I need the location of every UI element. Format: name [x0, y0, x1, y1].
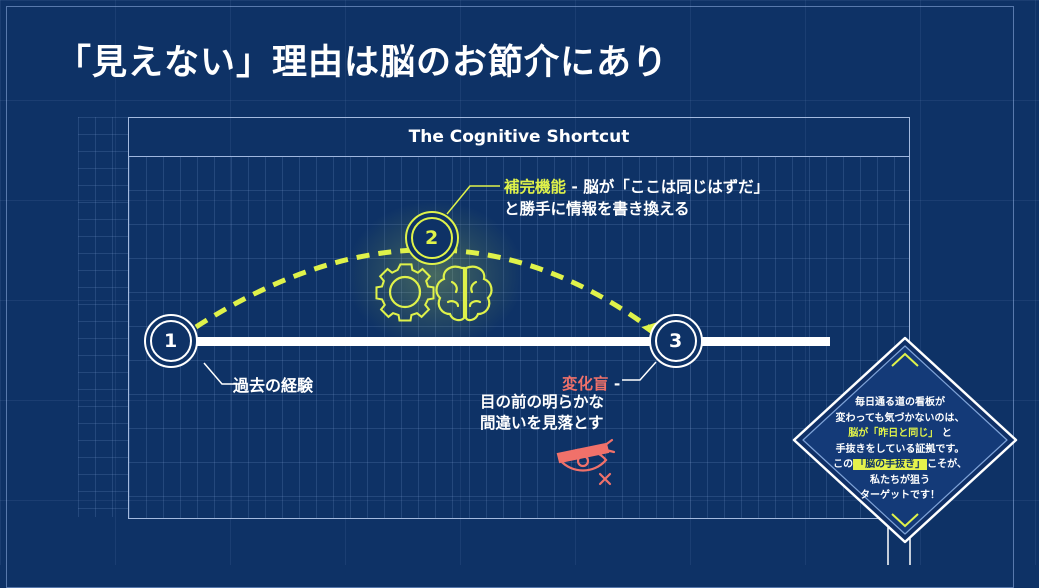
gear-icon: [375, 263, 435, 322]
sign-line-5-pre: この: [833, 459, 854, 470]
step-3-term-row: 変化盲 -: [562, 372, 620, 394]
sign-highlight-box: 「脳の手抜き」: [853, 459, 928, 470]
step-3-term: 変化盲: [562, 375, 609, 393]
sign-line-4: 手抜きをしている証拠です。: [835, 443, 965, 455]
step-2-separator: -: [566, 178, 584, 196]
leader-line-2: [446, 185, 500, 215]
side-grid-decoration: [78, 117, 128, 517]
step-2-description-line2: と勝手に情報を書き換える: [504, 200, 690, 218]
panel-header: The Cognitive Shortcut: [129, 118, 909, 157]
sign-line-2: 変わっても気づかないのは、: [835, 412, 965, 424]
leader-line-1: [203, 362, 240, 385]
brain-icon: [435, 265, 493, 322]
leader-line-3: [622, 361, 657, 381]
blindfolded-eye-icon: [556, 438, 616, 486]
step-3-separator: -: [608, 375, 621, 393]
step-2-node: [405, 211, 459, 265]
page-title: 「見えない」理由は脳のお節介にあり: [56, 43, 669, 83]
sign-line-6: 私たちが狙う: [870, 474, 930, 486]
sign-line-3-rest: と: [941, 428, 952, 439]
step-1-label: 過去の経験: [233, 376, 314, 395]
sign-line-3: 脳が「昨日と同じ」 と: [800, 426, 1000, 442]
step-3-description-line2: 間違いを見落とす: [480, 414, 604, 432]
step-2-number: 2: [425, 227, 439, 249]
step-2-label: 補完機能 - 脳が「ここは同じはずだ」 と勝手に情報を書き換える: [504, 176, 769, 220]
sign-line-5: この「脳の手抜き」こそが、: [800, 457, 1000, 473]
step-3-description-line1: 目の前の明らかな: [480, 393, 605, 411]
diagram-graphics: [144, 185, 1018, 565]
step-3-number: 3: [669, 330, 683, 352]
step-2-description-line1: 脳が「ここは同じはずだ」: [583, 178, 770, 196]
sign-line-1: 毎日通る道の看板が: [855, 397, 945, 408]
step-3-node: [649, 314, 703, 368]
step-1-node: [144, 314, 198, 368]
sign-line-7: ターゲットです！: [860, 490, 940, 501]
step-2-term: 補完機能: [504, 178, 567, 196]
step-1-number: 1: [164, 330, 178, 352]
sign-message: 毎日通る道の看板が 変わっても気づかないのは、 脳が「昨日と同じ」 と 手抜きを…: [800, 395, 1000, 504]
road-sign: [792, 336, 1018, 565]
sign-line-5-post: こそが、: [927, 459, 967, 470]
sign-highlight-text: 脳が「昨日と同じ」: [848, 428, 939, 439]
timeline-bar: [190, 337, 830, 346]
step-3-description: 目の前の明らかな 間違いを見落とす: [480, 392, 604, 434]
